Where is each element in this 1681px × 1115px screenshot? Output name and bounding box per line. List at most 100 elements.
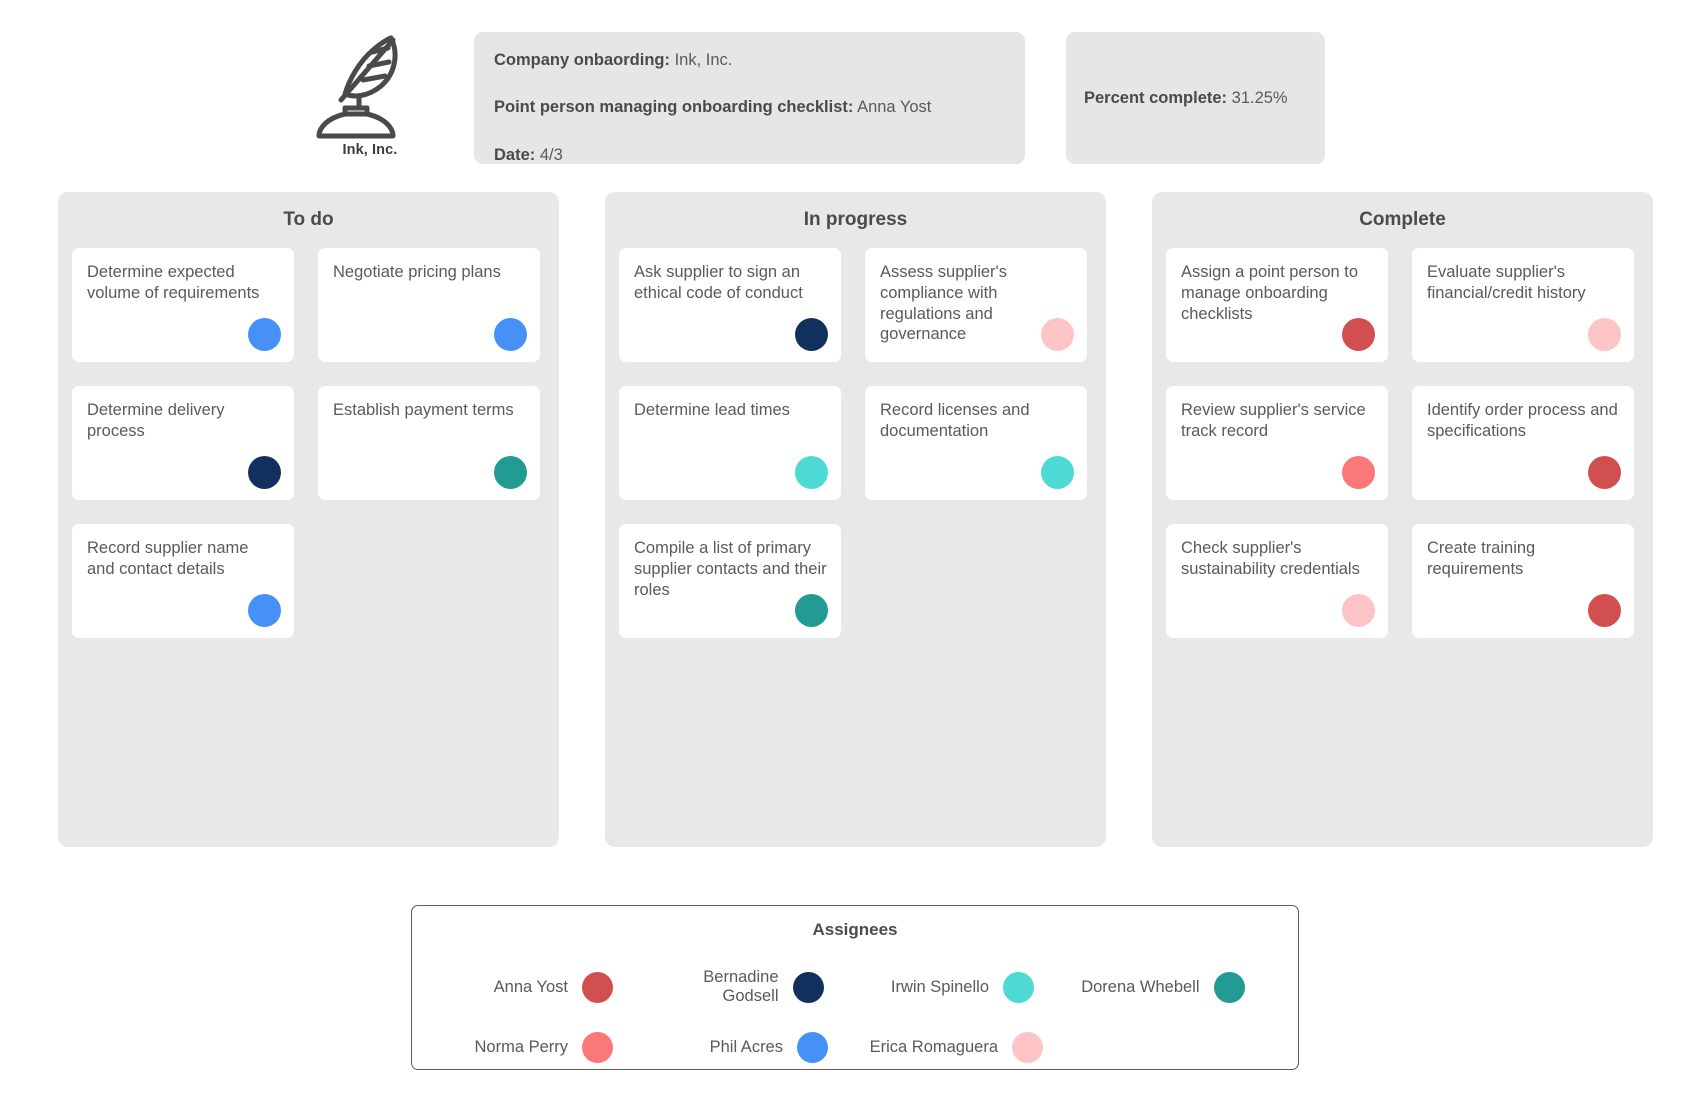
- assignee-legend-item: Phil Acres: [649, 1032, 864, 1063]
- card-list: Ask supplier to sign an ethical code of …: [619, 248, 1092, 638]
- assignee-dot[interactable]: [1342, 318, 1375, 351]
- assignee-name: Phil Acres: [709, 1038, 783, 1056]
- quill-and-inkwell-icon: [316, 35, 398, 139]
- column-title: In progress: [803, 209, 908, 230]
- assignee-color-swatch: [792, 971, 824, 1003]
- kanban-column: To do Determine expected volume of requir…: [58, 192, 559, 847]
- task-card-text: Review supplier's service track record: [1181, 401, 1366, 440]
- assignee-legend-rows: Anna Yost Bernadine Godsell Irwin Spinello…: [412, 968, 1298, 1063]
- task-card-text: Establish payment terms: [333, 401, 514, 419]
- task-card[interactable]: Negotiate pricing plans: [318, 248, 540, 362]
- assignee-color-swatch: [797, 1032, 828, 1063]
- task-card-text: Assign a point person to manage onboardi…: [1181, 263, 1359, 323]
- task-card[interactable]: Record licenses and documentation: [865, 386, 1087, 500]
- assignee-legend-item: Dorena Whebell: [1066, 968, 1277, 1006]
- task-card[interactable]: Establish payment terms: [318, 386, 540, 500]
- assignee-color-swatch: [582, 1032, 613, 1063]
- assignee-dot[interactable]: [248, 456, 281, 489]
- percent-complete-label: Percent complete:: [1084, 88, 1228, 107]
- kanban-columns: To do Determine expected volume of requir…: [0, 192, 1681, 847]
- onboarding-info-panel: Company onbaording: Ink, Inc. Point pers…: [474, 32, 1025, 164]
- percent-complete-panel: Percent complete: 31.25%: [1066, 32, 1325, 164]
- company-value: Ink, Inc.: [674, 51, 733, 69]
- assignee-legend-item: Norma Perry: [434, 1032, 649, 1063]
- task-card-text: Ask supplier to sign an ethical code of …: [634, 263, 803, 302]
- date-label: Date:: [494, 145, 536, 164]
- assignee-legend-item: Bernadine Godsell: [645, 968, 856, 1006]
- company-info-line: Company onbaording: Ink, Inc.: [494, 49, 1005, 71]
- task-card-text: Negotiate pricing plans: [333, 263, 501, 281]
- point-person-value: Anna Yost: [857, 98, 932, 117]
- column-title: To do: [283, 209, 334, 230]
- task-card[interactable]: Assess supplier's compliance with regula…: [865, 248, 1087, 362]
- brand-name: Ink, Inc.: [342, 142, 398, 158]
- assignee-legend-row: Anna Yost Bernadine Godsell Irwin Spinello…: [434, 968, 1276, 1006]
- task-card[interactable]: Check supplier's sustainability credenti…: [1166, 524, 1388, 638]
- task-card-text: Determine lead times: [634, 401, 790, 419]
- assignee-dot[interactable]: [1588, 456, 1621, 489]
- assignee-legend-item: Erica Romaguera: [864, 1032, 1079, 1063]
- task-card[interactable]: Identify order process and specification…: [1412, 386, 1634, 500]
- task-card[interactable]: Assign a point person to manage onboardi…: [1166, 248, 1388, 362]
- assignee-name: Norma Perry: [474, 1038, 568, 1056]
- assignee-color-swatch: [1003, 971, 1034, 1003]
- assignee-dot[interactable]: [1342, 594, 1375, 627]
- card-list: Assign a point person to manage onboardi…: [1166, 248, 1639, 638]
- assignee-dot[interactable]: [1342, 456, 1375, 489]
- assignee-legend-item: Anna Yost: [434, 968, 645, 1006]
- assignee-dot[interactable]: [248, 594, 281, 627]
- company-label: Company onbaording:: [494, 51, 670, 69]
- task-card[interactable]: Compile a list of primary supplier conta…: [619, 524, 841, 638]
- assignee-color-swatch: [582, 971, 613, 1003]
- assignee-legend-title: Assignees: [812, 920, 898, 939]
- task-card-text: Evaluate supplier's financial/credit his…: [1427, 263, 1586, 302]
- assignee-dot[interactable]: [795, 456, 828, 489]
- task-card[interactable]: Determine expected volume of requirement…: [72, 248, 294, 362]
- task-card-text: Record supplier name and contact details: [87, 539, 249, 578]
- assignee-dot[interactable]: [248, 318, 281, 351]
- assignee-dot[interactable]: [494, 456, 527, 489]
- task-card[interactable]: Create training requirements: [1412, 524, 1634, 638]
- assignee-dot[interactable]: [494, 318, 527, 351]
- board-header: Ink, Inc. Company onbaording: Ink, Inc. …: [0, 0, 1681, 175]
- point-person-label: Point person managing onboarding checkli…: [494, 98, 854, 117]
- assignee-dot[interactable]: [795, 594, 828, 627]
- assignee-legend-row: Norma Perry Phil Acres Erica Romaguera: [434, 1032, 1276, 1063]
- assignee-legend: Assignees Anna Yost Bernadine Godsell Irwi…: [411, 905, 1299, 1070]
- assignee-color-swatch: [1012, 1032, 1043, 1063]
- task-card-text: Assess supplier's compliance with regula…: [880, 263, 1007, 344]
- assignee-dot[interactable]: [795, 318, 828, 351]
- date-value: 4/3: [539, 145, 563, 164]
- task-card-text: Create training requirements: [1427, 539, 1536, 578]
- assignee-name: Bernadine Godsell: [703, 968, 779, 1005]
- point-person-info-line: Point person managing onboarding checkli…: [494, 96, 1005, 118]
- task-card-text: Record licenses and documentation: [880, 401, 1030, 440]
- task-card-text: Check supplier's sustainability credenti…: [1181, 539, 1360, 578]
- card-list: Determine expected volume of requirement…: [72, 248, 545, 638]
- task-card[interactable]: Review supplier's service track record: [1166, 386, 1388, 500]
- brand-logo-block: Ink, Inc.: [300, 28, 440, 158]
- task-card[interactable]: Record supplier name and contact details: [72, 524, 294, 638]
- task-card[interactable]: Determine lead times: [619, 386, 841, 500]
- assignee-name: Anna Yost: [493, 977, 568, 996]
- assignee-dot[interactable]: [1588, 318, 1621, 351]
- assignee-dot[interactable]: [1041, 456, 1074, 489]
- task-card-text: Determine delivery process: [87, 401, 225, 440]
- assignee-name: Erica Romaguera: [869, 1038, 998, 1056]
- task-card[interactable]: Determine delivery process: [72, 386, 294, 500]
- task-card-text: Determine expected volume of requirement…: [87, 263, 260, 302]
- assignee-color-swatch: [1213, 971, 1245, 1003]
- task-card[interactable]: Ask supplier to sign an ethical code of …: [619, 248, 841, 362]
- assignee-legend-item: Irwin Spinello: [855, 968, 1066, 1006]
- assignee-name: Irwin Spinello: [890, 977, 989, 996]
- percent-complete-value: 31.25%: [1231, 88, 1288, 107]
- task-card[interactable]: Evaluate supplier's financial/credit his…: [1412, 248, 1634, 362]
- assignee-dot[interactable]: [1041, 318, 1074, 351]
- date-info-line: Date: 4/3: [494, 144, 1005, 166]
- assignee-dot[interactable]: [1588, 594, 1621, 627]
- task-card-text: Compile a list of primary supplier conta…: [634, 539, 827, 599]
- task-card-text: Identify order process and specification…: [1427, 401, 1618, 440]
- column-title: Complete: [1359, 209, 1446, 230]
